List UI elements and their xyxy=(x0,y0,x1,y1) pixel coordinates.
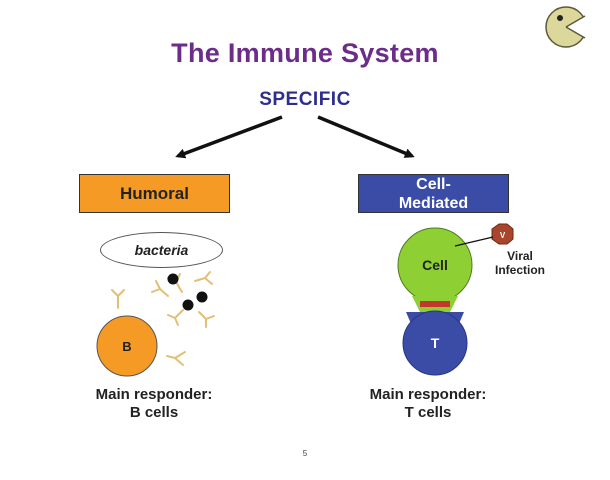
bacteria-text: bacteria xyxy=(134,242,189,258)
arrow-to-cell-mediated xyxy=(317,115,415,158)
virus-icon xyxy=(454,223,514,247)
cell-mediated-caption: Main responder: T cells xyxy=(338,386,518,422)
humoral-box: Humoral xyxy=(79,174,230,213)
cell-mediated-box: Cell- Mediated xyxy=(358,174,509,213)
humoral-caption: Main responder: B cells xyxy=(64,386,244,422)
page-number: 5 xyxy=(302,449,308,458)
t-cell xyxy=(402,310,468,376)
cell-mediated-label-line2: Mediated xyxy=(398,194,469,212)
virus-label: V xyxy=(500,231,506,240)
viral-line2: Infection xyxy=(495,263,545,277)
root-node-specific: SPECIFIC xyxy=(259,89,351,110)
slide-title: The Immune System xyxy=(171,38,439,68)
humoral-caption-line1: Main responder: xyxy=(95,386,213,403)
t-cell-label: T xyxy=(431,335,440,351)
bacteria-particles xyxy=(167,273,208,311)
bacteria-antigen-label: bacteria xyxy=(100,232,223,268)
antibodies xyxy=(111,271,215,366)
pacman-icon xyxy=(545,6,588,48)
cell-mediated-caption-line1: Main responder: xyxy=(369,386,487,403)
b-cell xyxy=(96,315,158,377)
cell-mediated-label-line1: Cell- xyxy=(416,175,451,193)
humoral-label: Humoral xyxy=(120,183,189,203)
b-cell-label: B xyxy=(122,339,131,354)
infected-cell-label: Cell xyxy=(422,257,448,273)
viral-infection-label: Viral Infection xyxy=(480,249,560,277)
viral-line1: Viral xyxy=(507,249,533,263)
humoral-caption-line2: B cells xyxy=(129,404,179,421)
cell-mediated-caption-line2: T cells xyxy=(404,404,452,421)
virus-pointer-line xyxy=(454,236,494,247)
arrow-to-humoral xyxy=(175,115,283,159)
